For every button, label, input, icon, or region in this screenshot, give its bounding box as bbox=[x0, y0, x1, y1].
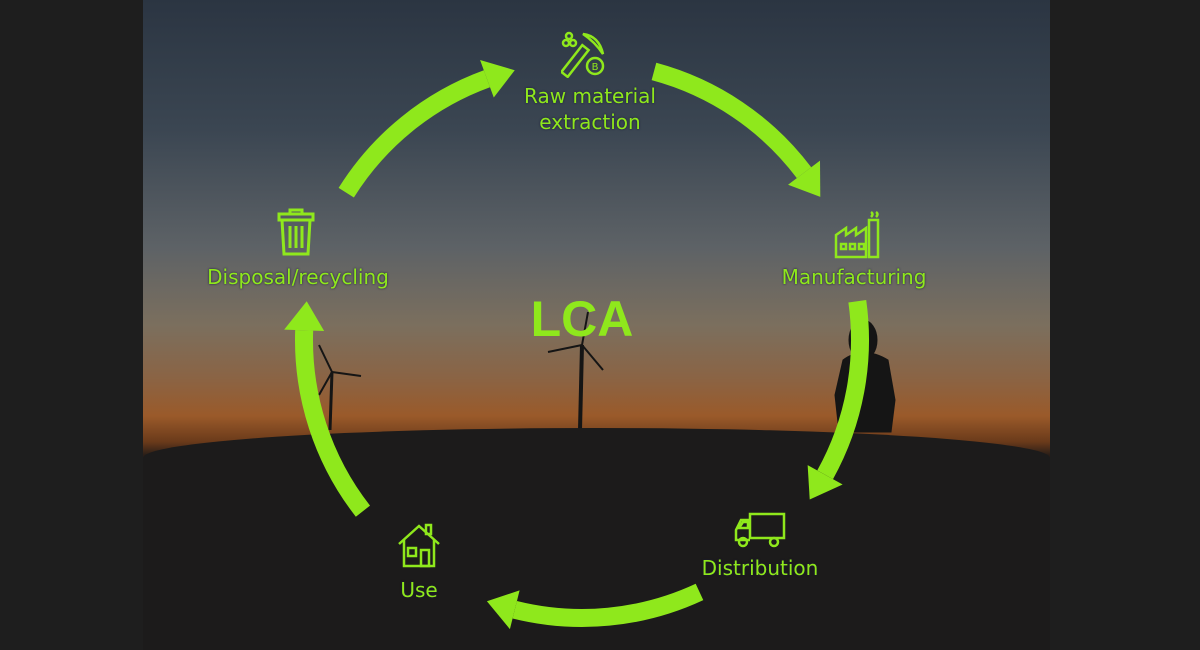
arrow-use-to-disposal bbox=[284, 301, 371, 517]
arrow-head bbox=[788, 160, 821, 197]
stage-label-line2: extraction bbox=[539, 110, 641, 134]
stage-raw-material-extraction: Raw material extraction bbox=[524, 83, 656, 135]
svg-text:B: B bbox=[592, 62, 599, 73]
arrow-raw-to-manufacturing bbox=[651, 62, 821, 197]
arrow-disposal-to-raw bbox=[338, 59, 515, 198]
arrow-shaft bbox=[651, 62, 812, 179]
arrow-shaft bbox=[817, 300, 869, 480]
arrow-distribution-to-use bbox=[486, 583, 704, 630]
stage-distribution: Distribution bbox=[701, 556, 819, 580]
arrow-shaft bbox=[338, 70, 491, 198]
stage-label-line1: Raw material bbox=[524, 84, 656, 108]
arrow-head bbox=[486, 590, 520, 630]
stage-use: Use bbox=[400, 578, 438, 602]
arrow-shaft bbox=[512, 583, 704, 627]
factory-icon bbox=[834, 210, 880, 259]
center-title: LCA bbox=[530, 291, 634, 347]
arrow-head bbox=[284, 301, 325, 331]
arrow-head bbox=[480, 59, 515, 98]
house-icon bbox=[398, 523, 440, 568]
stage-manufacturing: Manufacturing bbox=[781, 265, 927, 289]
trash-can-icon bbox=[277, 208, 315, 256]
arrow-manufacturing-to-distribution bbox=[807, 300, 869, 500]
arrow-shaft bbox=[295, 329, 371, 517]
pickaxe-coin-icon: B bbox=[561, 31, 605, 78]
truck-icon bbox=[734, 512, 786, 548]
stage-disposal-recycling: Disposal/recycling bbox=[207, 265, 389, 289]
arrow-head bbox=[807, 465, 843, 500]
